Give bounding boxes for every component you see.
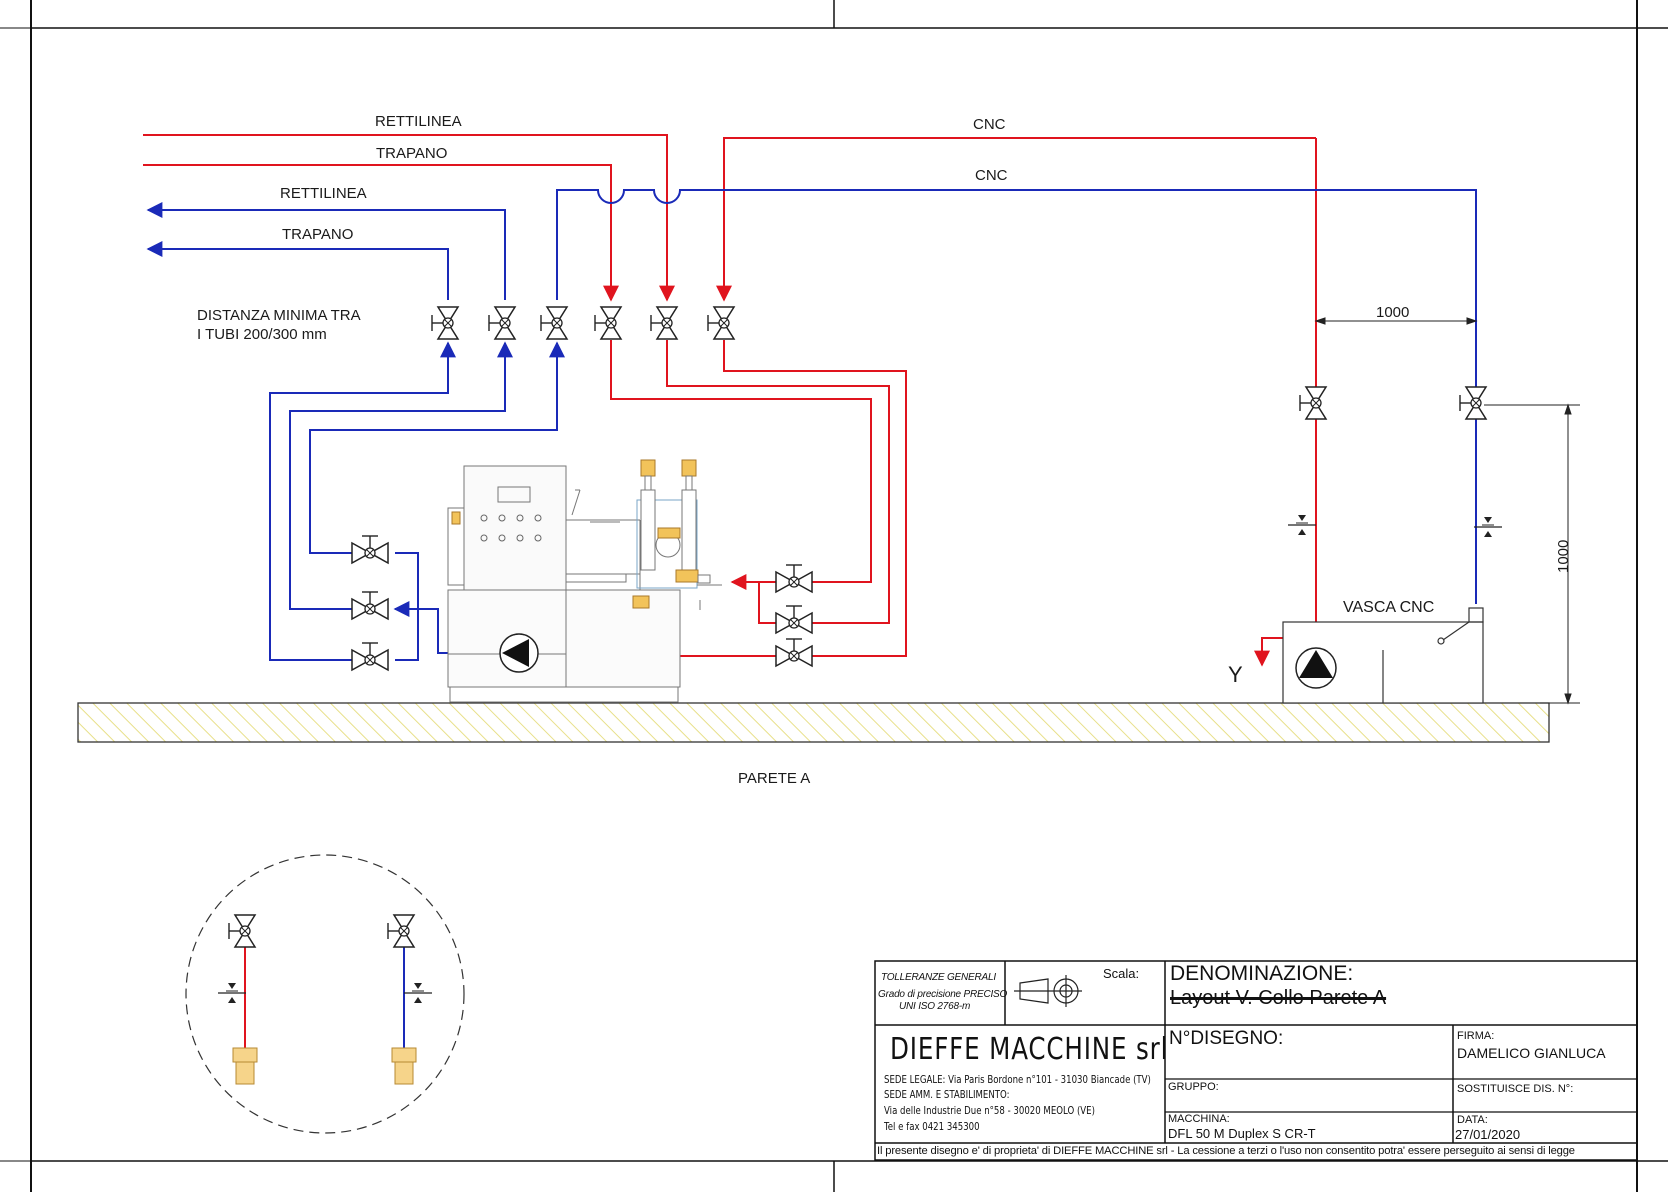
tolerances-title: TOLLERANZE GENERALI [881,972,996,983]
date-value: 27/01/2020 [1455,1127,1521,1142]
dimension-vertical [1484,403,1580,705]
floor-slab [77,702,1550,743]
red-rettilinea-label: RETTILINEA [375,113,462,130]
right-manifold-valves [775,564,813,667]
date-label: DATA: [1457,1114,1488,1126]
signature-value: DAMELICO GIANLUCA [1457,1045,1606,1061]
supply-lines-red [143,134,1317,667]
tolerances-norm: UNI ISO 2768-m [899,1001,971,1012]
machine-pump [499,633,539,673]
ownership-notice: Il presente disegno e' di proprieta' di … [877,1145,1575,1157]
title-block-frame [874,960,1638,1161]
tank-label: VASCA CNC [1343,599,1434,616]
top-valve-row [431,306,735,340]
cnc-blue-label: CNC [975,167,1008,184]
company-address-1: SEDE LEGALE: Via Paris Bordone n°101 - 3… [884,1073,1151,1086]
tolerances-grade: Grado di precisione PRECISO [878,989,1008,1000]
dimension-horizontal-value: 1000 [1376,304,1409,321]
company-address-3: Via delle Industrie Due n°58 - 30020 MEO… [884,1104,1095,1117]
dimension-vertical-value: 1000 [1555,540,1572,573]
diagram-labels: RETTILINEA TRAPANO RETTILINEA TRAPANO CN… [197,113,1572,687]
denomination-label: DENOMINAZIONE: [1170,962,1354,985]
blue-trapano-label: TRAPANO [282,226,353,243]
cnc-valves [1299,386,1487,420]
detail-view [185,854,465,1134]
return-lines-blue [146,189,1477,661]
replaces-label: SOSTITUISCE DIS. N°: [1457,1083,1574,1095]
blue-rettilinea-label: RETTILINEA [280,185,367,202]
cnc-red-label: CNC [973,116,1006,133]
cnc-pump [1295,647,1337,689]
signature-label: FIRMA: [1457,1030,1495,1042]
red-trapano-label: TRAPANO [376,145,447,162]
machine-value: DFL 50 M Duplex S CR-T [1168,1126,1316,1141]
machine-label: MACCHINA: [1168,1113,1230,1125]
drawing-number-label: N°DISEGNO: [1169,1028,1284,1049]
cnc-level-switches [1287,514,1503,538]
company-address-2: SEDE AMM. E STABILIMENTO: [884,1088,1010,1101]
denomination-value: Layout V. Collo Parete A [1170,987,1387,1009]
outlet-label: Y [1228,662,1243,687]
left-manifold-valves [351,535,389,671]
group-label: GRUPPO: [1168,1081,1219,1093]
pipe-distance-note-2: I TUBI 200/300 mm [197,326,327,343]
scale-label: Scala: [1103,966,1140,981]
company-name: DIEFFE MACCHINE srl [890,1032,1169,1067]
chiller-unit [447,459,722,703]
wall-label: PARETE A [738,770,810,787]
pipe-distance-note-1: DISTANZA MINIMA TRA [197,307,361,324]
dimension-horizontal [1314,317,1478,325]
projection-symbol-icon [1014,975,1082,1007]
company-address-4: Tel e fax 0421 345300 [884,1120,980,1133]
